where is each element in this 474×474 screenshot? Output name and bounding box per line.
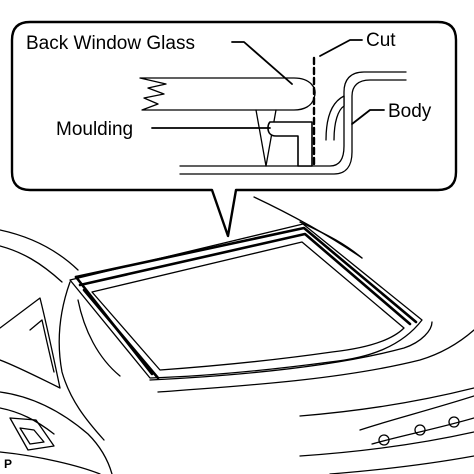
adhesive-right — [265, 109, 277, 167]
right-trunk-edge — [299, 431, 474, 457]
car-illustration — [0, 196, 474, 474]
quarter-window — [0, 297, 61, 389]
right-lamp-outer — [359, 395, 474, 431]
detail-section — [139, 39, 407, 175]
leader-body — [351, 109, 385, 125]
moulding-line-4 — [82, 288, 160, 380]
callout-bubble — [10, 20, 458, 238]
right-lamp-bulb-3 — [448, 416, 460, 428]
moulding-line-1 — [74, 226, 418, 324]
roof-right-edge — [253, 196, 363, 259]
roof-left-edge-inner — [0, 245, 63, 283]
glass-section — [139, 77, 316, 111]
right-body-line — [329, 455, 474, 474]
tail-lamp-inner — [19, 427, 45, 445]
bumper-line — [0, 451, 101, 474]
leader-cut — [319, 39, 363, 57]
body-panel-outer — [179, 71, 407, 167]
tail-lamp — [9, 417, 55, 451]
window-frame-outer — [69, 223, 423, 379]
right-lamp-bulb-2 — [414, 424, 426, 436]
trunk-lid-lower — [157, 329, 474, 393]
roof-right-edge-inner — [299, 221, 363, 259]
rear-fender-line — [0, 391, 113, 474]
quarter-window-inner — [29, 319, 55, 373]
label-cut: Cut — [366, 30, 396, 51]
roof-left-edge — [0, 229, 79, 271]
body-clip — [325, 95, 345, 141]
c-pillar-outer — [58, 281, 105, 441]
trunk-rear-line — [299, 387, 474, 417]
moulding-line-2 — [78, 232, 412, 326]
label-moulding: Moulding — [56, 119, 133, 140]
figure-code: P — [4, 457, 12, 471]
label-body: Body — [388, 101, 432, 122]
label-back-window-glass: Back Window Glass — [26, 33, 195, 54]
c-pillar-inner — [77, 299, 121, 377]
right-lamp-bulb-1 — [378, 434, 390, 446]
moulding-section — [267, 121, 313, 167]
adhesive-left — [255, 109, 267, 167]
trunk-lid-edge — [149, 321, 433, 381]
rear-fender-line-2 — [0, 407, 55, 435]
window-glass-edge — [91, 241, 405, 371]
right-lamp-inner — [371, 417, 474, 445]
leader-glass — [231, 41, 293, 85]
